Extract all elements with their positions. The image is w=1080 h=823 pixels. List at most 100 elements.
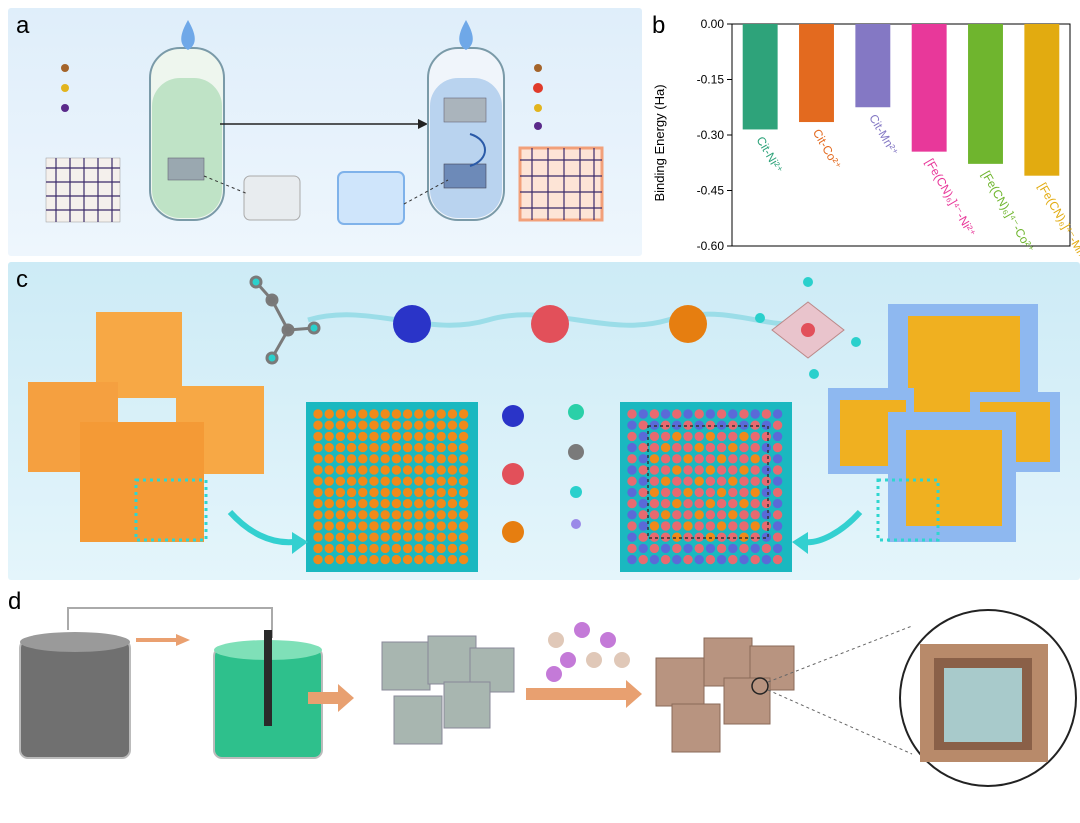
lattice-right [518, 146, 604, 222]
lattice-atom [705, 498, 716, 509]
lattice-atom [716, 465, 727, 475]
lattice-atom [369, 498, 379, 509]
lattice-atom [772, 554, 783, 565]
grid-right [620, 402, 792, 572]
lattice-atom [414, 532, 424, 542]
lattice-atom [772, 409, 783, 419]
ni-ion-sphere [393, 305, 431, 343]
lattice-atom [638, 487, 648, 498]
lattice-atom [649, 498, 660, 509]
lattice-atom [436, 510, 446, 520]
lattice-atom [346, 532, 357, 542]
lattice-atom [425, 510, 435, 520]
lattice-atom [369, 487, 379, 498]
lattice-atom [672, 420, 682, 430]
y-tick-label: -0.45 [697, 184, 725, 198]
lattice-atom [638, 442, 648, 453]
lattice-atom [458, 465, 469, 475]
lattice-atom [324, 487, 334, 498]
lattice-atom [313, 487, 323, 498]
lattice-atom [638, 454, 648, 464]
lattice-atom [346, 420, 357, 430]
lattice-atom [694, 554, 704, 565]
panel-d: d [8, 586, 1080, 818]
lattice-atom [672, 409, 682, 419]
lattice-atom [739, 521, 749, 531]
bar-label: [Fe(CN)₆]⁴⁻-Ni²⁺ [923, 156, 979, 239]
atom-legend [502, 404, 584, 543]
bar-label: [Fe(CN)₆]⁴⁻-Co²⁺ [979, 168, 1037, 255]
lattice-atom [458, 487, 469, 498]
legend-dots-left [61, 64, 69, 112]
lattice-atom [458, 554, 469, 565]
y-tick-label: 0.00 [701, 17, 725, 31]
lattice-atom [672, 487, 682, 498]
lattice-atom [739, 431, 749, 442]
lattice-atom [683, 543, 693, 554]
lattice-atom [750, 487, 760, 498]
lattice-atom [402, 554, 413, 565]
lattice-atom [447, 431, 458, 442]
lattice-atom [705, 487, 716, 498]
lattice-atom [750, 476, 760, 486]
lattice-atom [458, 543, 469, 554]
lattice-atom [369, 521, 379, 531]
lattice-atom [346, 498, 357, 509]
lattice-atom [414, 465, 424, 475]
lattice-atom [761, 409, 772, 419]
lattice-atom [425, 420, 435, 430]
lattice-atom [739, 554, 749, 565]
lattice-atom [313, 532, 323, 542]
binding-energy-chart: Binding Energy (Ha) 0.00-0.15-0.30-0.45-… [652, 17, 1080, 268]
lattice-atom [335, 532, 346, 542]
panel-c: c [8, 262, 1080, 580]
lattice-atom [716, 487, 727, 498]
fe-ion-sphere [531, 305, 569, 343]
lattice-atom [425, 554, 435, 565]
panel-c-letter: c [16, 266, 28, 293]
lattice-atom [436, 431, 446, 442]
lattice-atom [728, 498, 738, 509]
lattice-atom [716, 543, 727, 554]
lattice-atom [761, 487, 772, 498]
lattice-atom [402, 532, 413, 542]
lattice-atom [402, 454, 413, 464]
lattice-atom [694, 543, 704, 554]
lattice-atom [694, 510, 704, 520]
lattice-atom [425, 498, 435, 509]
lattice-atom [414, 543, 424, 554]
lattice-atom [705, 465, 716, 475]
lattice-left [45, 157, 121, 223]
lattice-atom [772, 510, 783, 520]
lattice-atom [324, 498, 334, 509]
lattice-atom [369, 543, 379, 554]
lattice-atom [728, 431, 738, 442]
bar-label: Cit-Ni²⁺ [754, 134, 786, 176]
lattice-atom [672, 431, 682, 442]
lattice-atom [335, 420, 346, 430]
bar [911, 24, 947, 152]
lattice-atom [447, 532, 458, 542]
lattice-atom [728, 465, 738, 475]
lattice-atom [649, 465, 660, 475]
arrow-to-left-grid [227, 509, 295, 546]
lattice-atom [772, 521, 783, 531]
lattice-atom [313, 465, 323, 475]
lattice-atom [447, 465, 458, 475]
y-axis-title: Binding Energy (Ha) [652, 84, 667, 201]
lattice-atom [391, 554, 402, 565]
lattice-atom [414, 476, 424, 486]
y-tick-label: -0.60 [697, 239, 725, 253]
lattice-atom [739, 454, 749, 464]
lattice-atom [447, 498, 458, 509]
zoom-line-bottom [767, 689, 913, 755]
lattice-atom [672, 554, 682, 565]
orange-cubes [28, 312, 264, 542]
lattice-atom [346, 454, 357, 464]
lattice-atom [761, 454, 772, 464]
lattice-atom [391, 431, 402, 442]
bars [742, 24, 1060, 176]
lattice-atom [772, 431, 783, 442]
lattice-atom [391, 487, 402, 498]
zoom-line-top [767, 625, 913, 683]
